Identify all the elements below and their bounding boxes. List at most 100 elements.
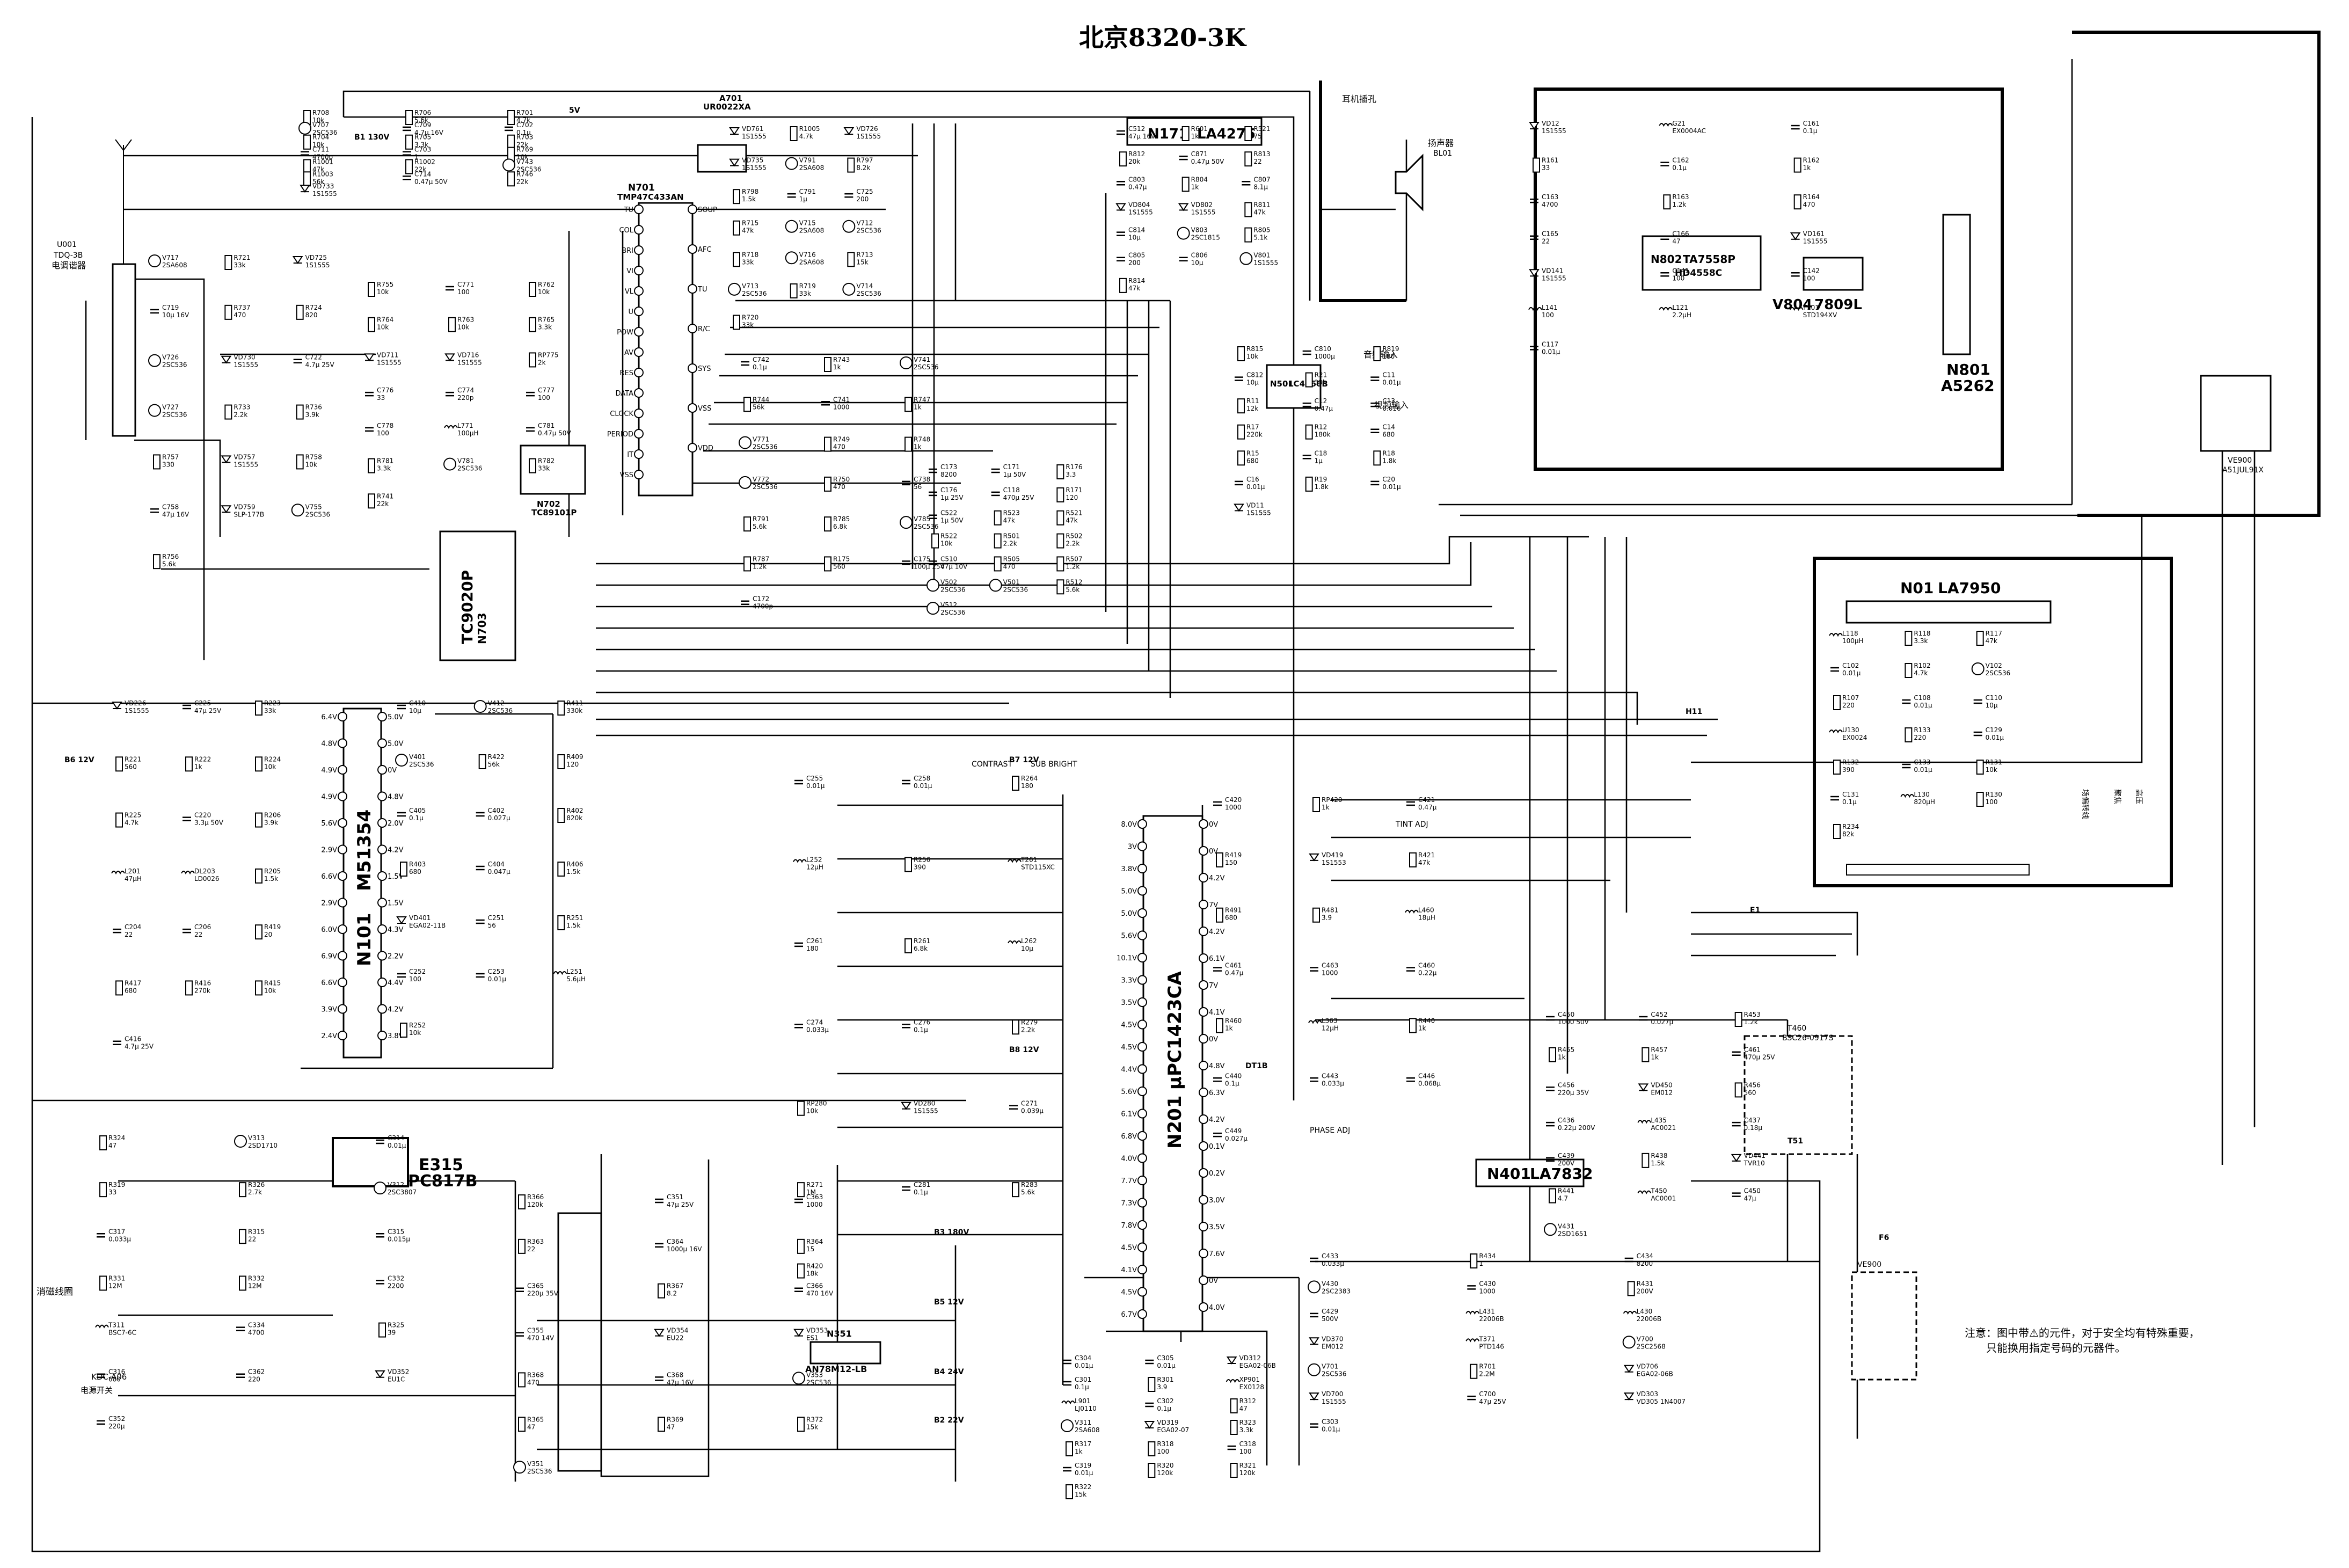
component-ref: L141 <box>1542 304 1558 311</box>
resistor-symbol <box>790 283 798 298</box>
resistor-symbol <box>115 980 123 996</box>
resistor-symbol <box>1230 1398 1238 1413</box>
component-ref: R708 <box>312 109 329 116</box>
svg-text:N351: N351 <box>827 1329 852 1339</box>
component-value: 1.2k <box>753 563 767 570</box>
component-ref: V701 <box>1322 1363 1338 1370</box>
component-ref: R21 <box>1315 371 1327 379</box>
resistor-symbol <box>797 1182 805 1198</box>
capacitor-symbol <box>1370 428 1380 433</box>
n101-right-pin-marker <box>377 1004 387 1014</box>
capacitor-symbol <box>929 468 937 473</box>
component-ref: R107 <box>1842 694 1859 702</box>
n201-right-pin-marker <box>1199 1114 1208 1124</box>
capacitor-symbol <box>902 1024 910 1029</box>
n201-left-pin-label: 4.5V <box>1121 1044 1137 1052</box>
capacitor-symbol <box>1179 155 1188 161</box>
transistor-symbol <box>900 516 913 529</box>
svg-text:N401: N401 <box>1487 1165 1531 1183</box>
resistor-symbol <box>1905 727 1913 742</box>
component-ref: C758 <box>162 503 179 510</box>
supply-rail-label: B7 12V <box>1009 756 1039 764</box>
component-value: 0.1μ <box>409 814 424 822</box>
n201-left-pin-marker <box>1137 1198 1147 1208</box>
resistor-symbol <box>153 454 161 470</box>
resistor-symbol <box>733 252 740 267</box>
n701-left-pin-marker <box>634 409 644 418</box>
component-ref: R421 <box>1418 851 1435 859</box>
component-ref: C812 <box>1246 371 1263 379</box>
component-value: 22006B <box>1479 1315 1504 1323</box>
component-value: 680 <box>125 987 137 994</box>
component-value: EU1C <box>388 1376 405 1383</box>
resistor-symbol <box>405 110 413 125</box>
component-ref: R132 <box>1842 759 1859 766</box>
resistor-symbol <box>557 862 565 877</box>
diode-symbol <box>1309 1337 1319 1346</box>
resistor-symbol <box>1833 760 1841 775</box>
n201-left-pin-marker <box>1137 1287 1147 1297</box>
n201-right-pin-marker <box>1199 1168 1208 1178</box>
resistor-symbol <box>797 1417 805 1432</box>
component-value: 560 <box>833 563 845 570</box>
component-value: 33 <box>377 394 385 402</box>
svg-text:PHASE ADJ: PHASE ADJ <box>1310 1126 1350 1135</box>
svg-text:耳机插孔: 耳机插孔 <box>1342 94 1376 104</box>
component-value: 1k <box>1225 1024 1233 1032</box>
inductor-symbol <box>444 425 458 429</box>
n201-left-pin-label: 4.4V <box>1121 1066 1137 1074</box>
component-value: 8200 <box>1637 1260 1653 1267</box>
component-ref: R323 <box>1239 1419 1256 1426</box>
component-ref: C781 <box>538 422 555 429</box>
component-ref: V781 <box>457 457 474 465</box>
capacitor-symbol <box>1406 967 1415 972</box>
component-value: 10k <box>1986 766 1997 774</box>
component-ref: L901 <box>1075 1397 1091 1405</box>
ic-n101: N101 M51354 <box>342 708 382 1059</box>
component-value: 1000 50V <box>1558 1018 1589 1026</box>
component-ref: R787 <box>753 555 769 563</box>
component-ref: VD401 <box>409 914 431 922</box>
component-value: 0.1μ <box>516 129 531 136</box>
component-value: 22k <box>516 178 528 185</box>
component-value: 100 <box>457 288 470 296</box>
component-value: 270k <box>194 987 210 994</box>
n701-right-pin-label: SYS <box>698 365 711 373</box>
component-ref: R415 <box>264 979 281 987</box>
component-value: 220μ 35V <box>1558 1089 1589 1096</box>
component-value: 0.1μ <box>1225 1080 1239 1087</box>
n201-left-pin-marker <box>1137 1153 1147 1163</box>
resistor-symbol <box>557 754 565 769</box>
component-value: 0.47μ <box>1225 969 1244 977</box>
component-ref: VD11 <box>1246 501 1264 509</box>
component-value: 2SC536 <box>856 290 881 297</box>
component-ref: C117 <box>1542 340 1558 348</box>
component-ref: C725 <box>856 188 873 195</box>
component-value: 47 <box>667 1423 675 1431</box>
component-value: 0.1μ <box>753 363 767 371</box>
resistor-symbol <box>1470 1363 1478 1379</box>
component-ref: R769 <box>516 146 533 154</box>
component-ref: R368 <box>527 1371 544 1379</box>
resistor-symbol <box>994 556 1002 572</box>
